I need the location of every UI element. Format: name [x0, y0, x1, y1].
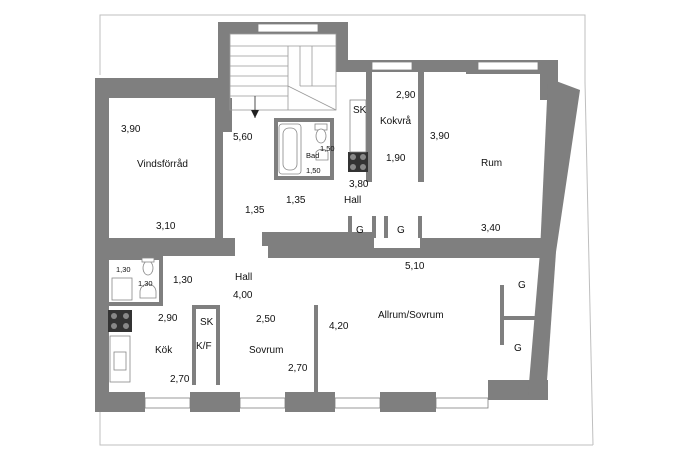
dim-allrum-420: 4,20 — [329, 321, 349, 332]
dim-allrum-510: 5,10 — [405, 261, 425, 272]
sink-icon-kok — [109, 335, 131, 383]
dim-hall-135b: 1,35 — [286, 195, 306, 206]
dim-kokvra-190: 1,90 — [386, 153, 406, 164]
dim-hall-400: 4,00 — [233, 290, 253, 301]
room-label-hall-lower: Hall — [235, 272, 253, 283]
dim-rum-340: 3,40 — [481, 223, 501, 234]
dim-stair-560: 5,60 — [233, 132, 253, 143]
dim-vind-310: 3,10 — [156, 221, 176, 232]
dim-hall-135a: 1,35 — [245, 205, 265, 216]
toilet-icon — [314, 123, 328, 144]
dim-hall-130: 1,30 — [173, 275, 193, 286]
dim-hall-380: 3,80 — [349, 179, 369, 190]
sk-label-hall: SK — [200, 317, 214, 328]
washbasin-icon — [315, 148, 329, 161]
g-label-2: G — [397, 225, 405, 236]
room-label-kokvra: Kokvrå — [380, 116, 412, 127]
roof-outline — [99, 14, 594, 446]
dim-kokvra-290: 2,90 — [396, 90, 416, 101]
bathtub — [278, 123, 302, 175]
staircase — [229, 33, 337, 118]
kokvra-counter — [349, 99, 367, 153]
sk-label-kokvra: SK — [353, 105, 367, 116]
room-label-allrum-sovrum: Allrum/Sovrum — [378, 310, 444, 321]
dim-sovrum-270: 2,70 — [288, 363, 308, 374]
room-label-vindsforrad: Vindsförråd — [137, 159, 188, 170]
dim-vind-390: 3,90 — [121, 124, 141, 135]
dim-bad-150a: 1,50 — [320, 144, 335, 153]
dim-kok-290: 2,90 — [158, 313, 178, 324]
room-label-kok: Kök — [155, 345, 173, 356]
dim-bad-150b: 1,50 — [306, 166, 321, 175]
dim-sovrum-250: 2,50 — [256, 314, 276, 325]
kf-label: K/F — [196, 341, 212, 352]
room-label-sovrum: Sovrum — [249, 345, 284, 356]
interior-walls — [105, 72, 538, 395]
room-label-rum: Rum — [481, 158, 503, 169]
g-label-1: G — [356, 225, 364, 236]
room-label-bad: Bad — [306, 151, 320, 160]
g-label-3: G — [518, 280, 526, 291]
wc-fixtures — [111, 257, 157, 301]
g-label-4: G — [514, 343, 522, 354]
room-label-hall-upper: Hall — [344, 195, 362, 206]
dim-rum-390: 3,90 — [430, 131, 450, 142]
windows — [144, 23, 539, 409]
dim-kok-270: 2,70 — [170, 374, 190, 385]
dim-wc-130a: 1,30 — [116, 265, 131, 274]
dim-wc-130b: 1,30 — [138, 279, 153, 288]
stove-icon-kok — [108, 310, 132, 332]
stove-icon-kokvra — [348, 152, 368, 172]
